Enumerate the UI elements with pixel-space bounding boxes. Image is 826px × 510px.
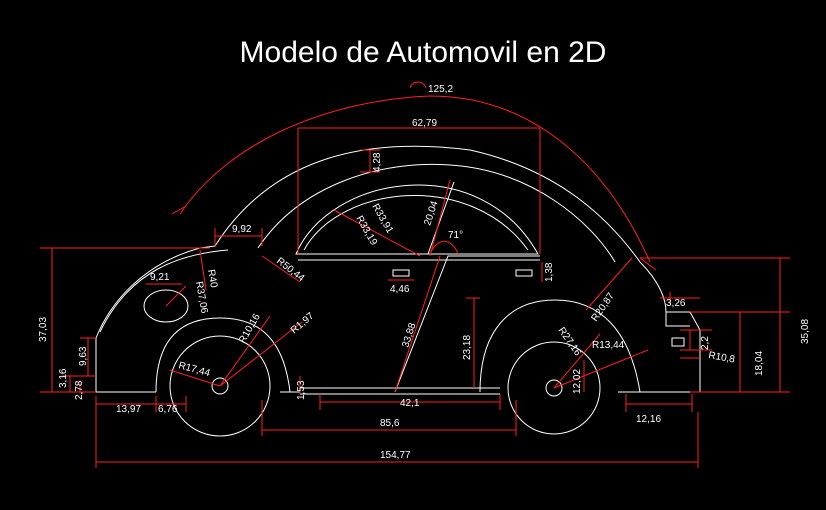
dim-r20: R20,87	[589, 291, 617, 324]
front-wheel	[169, 335, 271, 437]
car-body-outline	[95, 145, 701, 395]
dim-h3: 3,16	[58, 368, 69, 388]
dim-hood-width: 9,92	[232, 224, 252, 235]
dim-handle-right: 1,38	[544, 262, 555, 282]
dim-door-height: 23,18	[462, 335, 473, 360]
dim-r1: R1,97	[289, 310, 317, 336]
dim-w13: 13,97	[116, 404, 141, 415]
dim-w3: 3,26	[666, 298, 686, 309]
dim-h2b: 2,78	[74, 380, 85, 400]
dim-h37: 37,03	[38, 317, 49, 342]
dim-window-width: 62,79	[412, 118, 437, 129]
dim-h12: 12,02	[572, 369, 583, 394]
headlight	[143, 289, 189, 323]
dim-total: 154,77	[380, 450, 411, 461]
dim-r-inner: R33,19	[353, 214, 379, 248]
dim-w42: 42,1	[400, 398, 420, 409]
dim-w85: 85,6	[380, 418, 400, 429]
dim-r37: R37,06	[193, 281, 210, 315]
dim-light-width: 9,21	[150, 272, 170, 283]
dim-r10b: R10,8	[707, 350, 736, 366]
dim-h35: 35,08	[800, 319, 811, 344]
door-handle-rear	[515, 269, 533, 277]
rear-wheel	[507, 341, 601, 435]
dim-r40: R40	[205, 269, 219, 289]
dim-h1: 1,53	[296, 380, 307, 400]
wheel-arches	[155, 299, 641, 393]
dim-w6: 6,76	[158, 404, 178, 415]
dim-window-height: 4,28	[372, 152, 383, 172]
dimension-lines	[40, 81, 790, 468]
door-handle-front	[392, 269, 410, 277]
dim-arc-length: 125,2	[428, 84, 453, 95]
dim-window-divider: 20,04	[422, 199, 440, 227]
dim-window-angle: 71°	[448, 230, 463, 241]
dim-handle-left: 4,46	[390, 284, 410, 295]
dim-door: 33,88	[400, 321, 418, 349]
drawing-title: Modelo de Automovil en 2D	[240, 36, 607, 69]
dim-h9: 9,63	[78, 346, 89, 366]
dim-r17: R17,44	[177, 360, 211, 379]
side-windows	[295, 181, 540, 261]
dim-r13: R13,44	[592, 340, 625, 351]
dim-h18: 18,04	[754, 351, 765, 376]
dim-w12: 12,16	[636, 414, 661, 425]
dim-h2: 2,2	[700, 336, 711, 350]
